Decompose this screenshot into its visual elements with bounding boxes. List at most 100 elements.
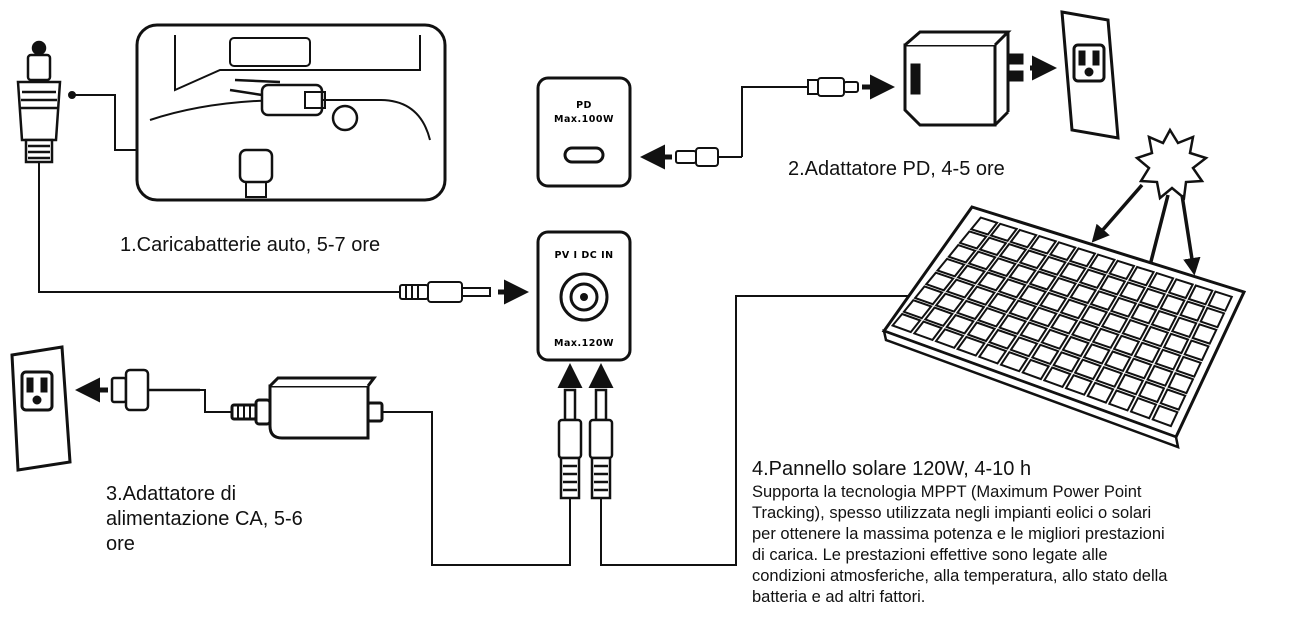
solar-cell [1159, 388, 1187, 411]
solar-cell [1028, 234, 1058, 255]
solar-cell [1019, 321, 1049, 343]
pd-port-label: PD [576, 100, 592, 111]
dc-plug-icon [399, 281, 491, 303]
ac-adapter-label-line: 3.Adattatore di [106, 483, 237, 505]
solar-desc-line: condizioni atmosferiche, alla temperatur… [752, 567, 1168, 585]
solar-cell [1154, 348, 1182, 371]
solar-cell [1009, 336, 1039, 358]
solar-cell [1191, 323, 1218, 345]
solar-cell [1103, 350, 1132, 373]
solar-cell [977, 271, 1007, 292]
pd-wall-adapter-icon [903, 30, 1024, 127]
solar-cell [987, 328, 1018, 350]
solar-cell [1150, 309, 1178, 332]
solar-cell [1008, 263, 1037, 284]
solar-desc-line: per ottenere la massima potenza e le mig… [752, 525, 1165, 543]
solar-cell [966, 321, 997, 343]
solar-cell [1089, 290, 1118, 312]
ac-power-brick-icon [230, 376, 384, 440]
solar-cell [1137, 380, 1166, 404]
solar-cell [1147, 271, 1175, 293]
solar-cell [890, 312, 922, 334]
solar-cell [1008, 299, 1038, 321]
solar-desc-line: batteria e ad altri fattori. [752, 588, 926, 606]
car-charger-plug-icon [16, 40, 62, 164]
solar-cell [1112, 334, 1141, 357]
solar-cell [967, 250, 997, 271]
solar-desc-line: Supporta la tecnologia MPPT (Maximum Pow… [752, 483, 1142, 501]
dc-port-box [536, 230, 632, 362]
solar-cell [935, 257, 966, 278]
solar-cell [1175, 355, 1203, 378]
solar-cell [1107, 389, 1136, 412]
solar-cell [1070, 320, 1099, 342]
solar-cell [1073, 358, 1102, 381]
solar-cell [1095, 365, 1124, 388]
solar-cell [1080, 305, 1109, 327]
car-charger-label: 1.Caricabatterie auto, 5-7 ore [120, 234, 381, 256]
solar-cell [1162, 332, 1190, 355]
solar-cell [1108, 259, 1136, 281]
dc-plug-icon [588, 388, 614, 500]
solar-cable [600, 295, 910, 566]
ac-output-cable [382, 411, 571, 566]
solar-panel-icon [881, 205, 1247, 449]
ac-adapter-label: 3.Adattatore di alimentazione CA, 5-6 or… [106, 482, 303, 557]
solar-cells [890, 216, 1234, 428]
ac-adapter-label-line: alimentazione CA, 5-6 [106, 508, 303, 530]
solar-cell [1058, 262, 1087, 283]
solar-cell [1049, 313, 1079, 335]
solar-cell [1109, 296, 1138, 318]
solar-cell [1091, 327, 1120, 350]
solar-cell [1048, 276, 1078, 298]
solar-panel-title: 4.Pannello solare 120W, 4-10 h [752, 458, 1032, 480]
solar-cell [1078, 268, 1107, 289]
solar-cell [1029, 306, 1058, 328]
solar-cell [997, 278, 1027, 299]
solar-cell [1030, 343, 1060, 366]
solar-cell [902, 299, 933, 320]
solar-cell [945, 278, 976, 299]
solar-panel-label: 4.Pannello solare 120W, 4-10 h Supporta … [752, 457, 1167, 608]
solar-cell [966, 285, 997, 306]
solar-cell [923, 306, 954, 327]
solar-cell [1068, 247, 1097, 268]
solar-cell [912, 320, 944, 342]
solar-cell [1038, 255, 1067, 276]
solar-cell [1021, 358, 1051, 381]
solar-cell [934, 328, 965, 349]
solar-cell [1207, 290, 1234, 312]
solar-cell [1146, 364, 1174, 387]
solar-cell [1088, 253, 1117, 274]
dc-port-rating: Max.120W [554, 338, 614, 349]
solar-cell [989, 222, 1019, 242]
solar-cell [1133, 341, 1161, 364]
solar-cell [924, 271, 955, 292]
car-cable [38, 162, 400, 293]
solar-cell [987, 292, 1017, 314]
solar-cell [1061, 335, 1090, 358]
pd-port-box [536, 76, 632, 188]
solar-cell [1052, 351, 1081, 373]
solar-cell [1124, 357, 1153, 380]
solar-cell [1130, 303, 1158, 325]
solar-cell [977, 343, 1008, 365]
solar-cell [998, 242, 1028, 263]
solar-cell [1018, 284, 1048, 306]
solar-cell [1098, 274, 1127, 296]
solar-cell [1086, 381, 1115, 404]
solar-cell [1040, 328, 1070, 350]
dc-port-title: PV I DC IN [554, 250, 613, 261]
ac-adapter-label-line: ore [106, 533, 135, 555]
solar-cell [1048, 241, 1077, 262]
car-console-icon [135, 23, 447, 202]
wall-outlet-icon [10, 345, 72, 472]
solar-cell [1042, 366, 1072, 389]
sun-icon [1134, 127, 1209, 201]
solar-cell [956, 264, 987, 285]
solar-cell [1170, 316, 1198, 339]
pd-adapter-label: 2.Adattatore PD, 4-5 ore [788, 158, 1005, 180]
solar-cell [1139, 287, 1167, 309]
solar-cell [976, 306, 1007, 328]
usb-c-cable-icon [675, 77, 859, 167]
